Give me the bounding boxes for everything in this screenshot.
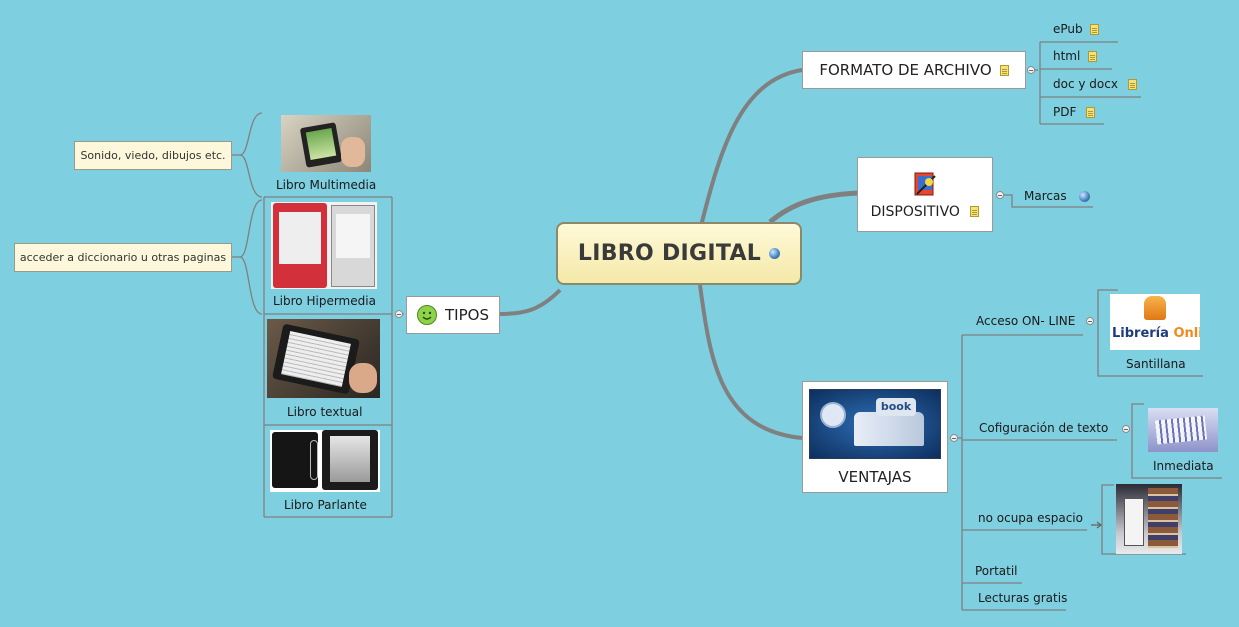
ventaja-portatil-label[interactable]: Portatil [975,564,1018,578]
tipo-textual-label[interactable]: Libro textual [287,405,363,419]
logo-text-libreria: Librería [1112,326,1169,341]
smiley-icon [417,305,438,325]
collapse-toggle[interactable] [1027,66,1035,74]
formato-item-label: PDF [1053,105,1077,119]
espacio-image [1116,484,1182,554]
formato-label: FORMATO DE ARCHIVO [819,61,992,79]
formato-item-label: doc y docx [1053,77,1118,91]
collapse-toggle[interactable] [1086,317,1094,325]
note-icon [1127,79,1137,90]
tipo-multimedia-label[interactable]: Libro Multimedia [276,178,377,192]
dispositivo-node[interactable]: DISPOSITIVO [857,157,993,232]
ventaja-lecturas-label[interactable]: Lecturas gratis [978,591,1068,605]
note-icon [970,206,980,217]
formato-item[interactable]: ePub [1053,22,1100,36]
ventaja-espacio-label[interactable]: no ocupa espacio [978,511,1083,525]
tipo-parlante-label[interactable]: Libro Parlante [284,498,367,512]
collapse-toggle[interactable] [395,310,403,318]
collapse-toggle[interactable] [1122,425,1130,433]
marcas-item[interactable]: Marcas [1024,189,1091,203]
tipos-label: TIPOS [445,306,489,324]
ventajas-label: VENTAJAS [838,468,912,486]
hipermedia-image [271,202,377,289]
note-icon [1090,24,1100,35]
ebook-image-text: book [876,398,916,416]
central-topic[interactable]: LIBRO DIGITAL [556,222,802,285]
formato-item[interactable]: PDF [1053,105,1096,119]
note-icon [999,64,1009,76]
multimedia-callout-text: Sonido, viedo, dibujos etc. [80,149,226,162]
globe-icon [1079,191,1091,202]
ventaja-configuracion-label[interactable]: Cofiguración de texto [979,421,1109,435]
formato-item-label: ePub [1053,22,1083,36]
multimedia-callout[interactable]: Sonido, viedo, dibujos etc. [74,141,232,170]
ventaja-acceso-label[interactable]: Acceso ON- LINE [976,314,1076,328]
central-topic-label: LIBRO DIGITAL [577,241,762,266]
santillana-label[interactable]: Santillana [1126,357,1186,371]
globe-icon [769,248,781,259]
configuracion-image [1148,408,1218,452]
formato-item[interactable]: doc y docx [1053,77,1137,91]
hipermedia-callout[interactable]: acceder a diccionario u otras paginas [14,243,232,272]
note-icon [1086,107,1096,118]
collapse-toggle[interactable] [950,434,958,442]
logo-text-online: Online [1173,326,1200,341]
textual-image [267,319,380,398]
ebook-image: book [809,389,941,459]
formato-node[interactable]: FORMATO DE ARCHIVO [802,51,1026,89]
tipo-hipermedia-label[interactable]: Libro Hipermedia [273,294,376,308]
ventajas-node[interactable]: book VENTAJAS [802,381,948,493]
formato-item-label: html [1053,49,1081,63]
marcas-label: Marcas [1024,189,1067,203]
arrow-icon [1091,514,1103,529]
inmediata-label[interactable]: Inmediata [1153,459,1214,473]
note-icon [1088,51,1098,62]
formato-item[interactable]: html [1053,49,1098,63]
collapse-toggle[interactable] [996,191,1004,199]
tipos-node[interactable]: TIPOS [406,296,500,334]
dispositivo-label: DISPOSITIVO [870,203,960,220]
device-icon [911,170,939,198]
libreria-online-logo: Librería Online [1110,294,1200,350]
hipermedia-callout-text: acceder a diccionario u otras paginas [19,251,227,264]
parlante-image [270,430,380,492]
multimedia-image [281,115,371,172]
